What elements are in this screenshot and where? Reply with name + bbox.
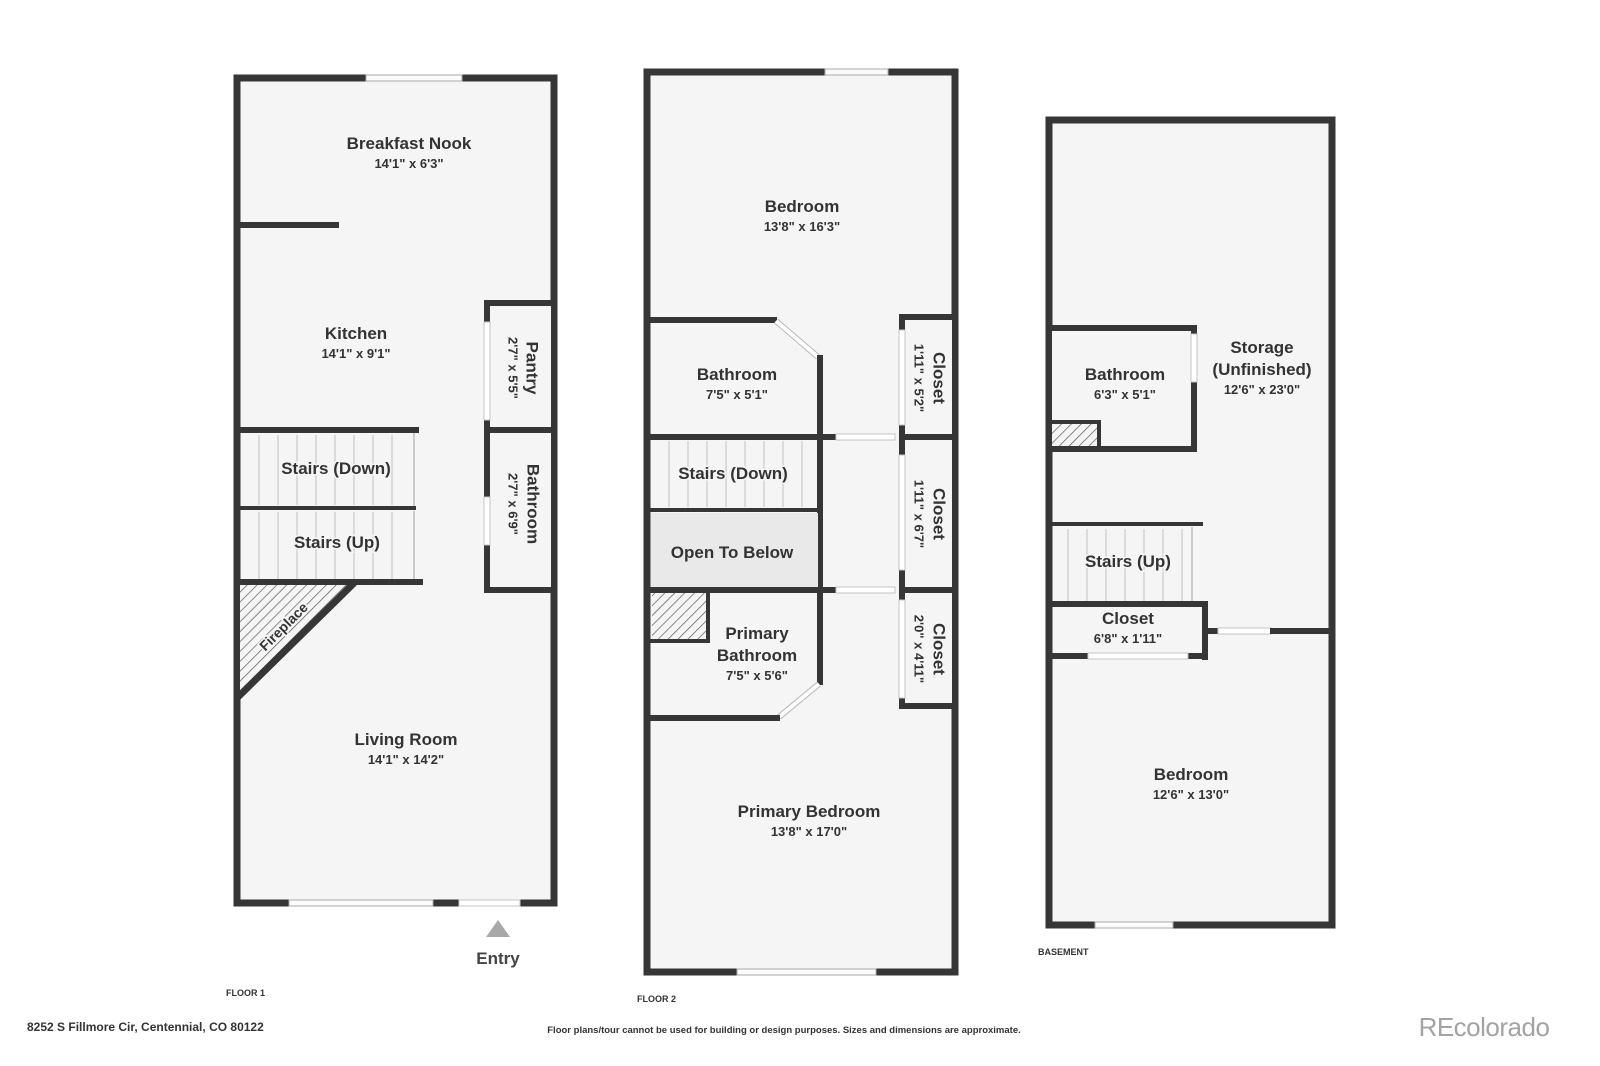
- room-name: Open To Below: [671, 543, 794, 562]
- pantry-door: [483, 321, 491, 421]
- room-dimensions: 12'6" x 23'0": [1224, 382, 1300, 397]
- room-name: Closet: [930, 488, 949, 540]
- entry-door: [458, 899, 521, 907]
- room-name: Stairs (Up): [294, 533, 380, 552]
- disclaimer: Floor plans/tour cannot be used for buil…: [547, 1025, 1021, 1036]
- closet-door: [898, 454, 906, 571]
- room-dimensions: 6'3" x 5'1": [1094, 387, 1156, 402]
- room-name: Primary Bedroom: [738, 802, 881, 821]
- room-name: Primary: [725, 624, 789, 643]
- room-dimensions: 2'0" x 4'11": [912, 615, 927, 683]
- window: [824, 68, 889, 76]
- room-name: Breakfast Nook: [347, 134, 472, 153]
- room-name: Closet: [930, 623, 949, 675]
- stairs-up: [1067, 527, 1193, 602]
- room-dimensions: 14'1" x 6'3": [374, 156, 443, 171]
- open-to-below-area: [651, 513, 818, 588]
- room-dimensions: 7'5" x 5'6": [726, 668, 788, 683]
- room-dimensions: 1'11" x 5'2": [912, 344, 927, 412]
- floor-caption: FLOOR 2: [637, 994, 676, 1004]
- closet-door: [898, 329, 906, 426]
- room-name: Stairs (Down): [678, 464, 788, 483]
- room-dimensions: 14'1" x 9'1": [321, 346, 390, 361]
- room-name: Pantry: [523, 342, 542, 395]
- room-name: Bathroom: [697, 365, 777, 384]
- bathroom-door: [483, 496, 491, 546]
- property-address: 8252 S Fillmore Cir, Centennial, CO 8012…: [27, 1020, 264, 1034]
- room-name: Kitchen: [325, 324, 387, 343]
- floor-caption: FLOOR 1: [226, 988, 265, 998]
- stairs-down: [668, 441, 803, 507]
- footer: 8252 S Fillmore Cir, Centennial, CO 8012…: [27, 1012, 1550, 1042]
- window: [736, 968, 877, 976]
- floor-2-plan: Bedroom 13'8" x 16'3" Bathroom 7'5" x 5'…: [637, 68, 959, 1004]
- fireplace-wall: [235, 580, 357, 700]
- room-name: Closet: [1102, 609, 1154, 628]
- room-name: Stairs (Down): [281, 459, 391, 478]
- bathroom-door: [1190, 333, 1198, 383]
- entry-arrow-icon: [486, 920, 510, 937]
- room-name: Storage: [1230, 338, 1293, 357]
- shower-hatch: [1052, 424, 1097, 446]
- hall-door: [835, 586, 896, 594]
- stairs-down: [237, 427, 419, 506]
- stairs-up: [258, 511, 415, 580]
- primary-bathroom-door: [777, 682, 821, 719]
- window: [288, 899, 434, 907]
- hall-door: [835, 433, 896, 441]
- basement-plan: Bathroom 6'3" x 5'1" Storage (Unfinished…: [1038, 116, 1336, 957]
- shower-hatch: [652, 593, 708, 639]
- closet-door: [1087, 652, 1189, 660]
- room-name: Bedroom: [765, 197, 840, 216]
- room-dimensions: 7'5" x 5'1": [706, 387, 768, 402]
- window: [1094, 921, 1174, 929]
- room-dimensions: 13'8" x 17'0": [771, 824, 847, 839]
- closet-room: [899, 587, 958, 709]
- closet-room: [899, 314, 958, 440]
- room-name: Bathroom: [717, 646, 797, 665]
- room-dimensions: 13'8" x 16'3": [764, 219, 840, 234]
- room-dimensions: 6'8" x 1'11": [1094, 631, 1162, 646]
- room-dimensions: 14'1" x 14'2": [368, 752, 444, 767]
- room-name: Living Room: [355, 730, 458, 749]
- bedroom-door: [1217, 627, 1273, 635]
- brand-logo: REcolorado: [1419, 1012, 1550, 1042]
- room-name: Closet: [930, 352, 949, 404]
- window: [365, 74, 463, 82]
- closet-door: [898, 599, 906, 699]
- room-name: Stairs (Up): [1085, 552, 1171, 571]
- room-dimensions: 12'6" x 13'0": [1153, 787, 1229, 802]
- floor-1-plan: Breakfast Nook 14'1" x 6'3" Kitchen 14'1…: [226, 74, 558, 998]
- bathroom-door: [774, 319, 820, 359]
- room-dimensions: 2'7" x 6'9": [506, 473, 521, 535]
- room-name: Bedroom: [1154, 765, 1229, 784]
- room-dimensions: 1'11" x 6'7": [912, 480, 927, 548]
- room-name: (Unfinished): [1212, 360, 1311, 379]
- room-name: Bathroom: [524, 464, 543, 544]
- room-name: Bathroom: [1085, 365, 1165, 384]
- floor-caption: BASEMENT: [1038, 947, 1089, 957]
- entry-label: Entry: [476, 949, 520, 968]
- room-dimensions: 2'7" x 5'5": [506, 337, 521, 399]
